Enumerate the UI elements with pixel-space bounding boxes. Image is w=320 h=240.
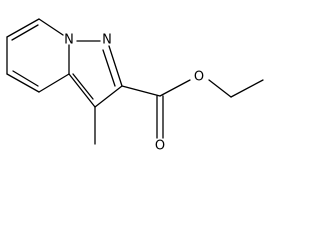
ethyl-ester-group <box>121 79 264 139</box>
bond-c4-c3a <box>38 73 70 93</box>
bond-c3-c4-double <box>12 70 39 87</box>
bond-n-bridge-c1 <box>38 18 64 36</box>
pyridine-ring <box>6 18 70 93</box>
bond-c3-c3a-double <box>72 73 94 100</box>
bond-c2-carbonyl-c <box>121 85 161 97</box>
chemical-structure-diagram: N N O O <box>6 18 264 154</box>
bond-ch2-ch3 <box>230 79 264 98</box>
atom-label-o-ester: O <box>194 70 204 85</box>
pyrazole-ring <box>68 40 123 108</box>
bond-c2-c3 <box>94 85 123 108</box>
atom-label-n-bridge: N <box>64 33 74 48</box>
bond-c1-c2-double <box>11 24 39 41</box>
atom-label-o-carbonyl: O <box>155 139 165 154</box>
bond-o-ester-ch2 <box>208 79 232 98</box>
bond-n2-c2 <box>108 45 123 87</box>
bond-c1-c2 <box>6 18 40 38</box>
bond-carbonyl-c-o-ester <box>159 79 191 97</box>
atom-label-n2: N <box>102 33 112 48</box>
bond-c3-c4 <box>6 73 40 93</box>
bond-c3-c3a <box>68 73 96 108</box>
bond-n2-c2-double <box>102 49 116 87</box>
